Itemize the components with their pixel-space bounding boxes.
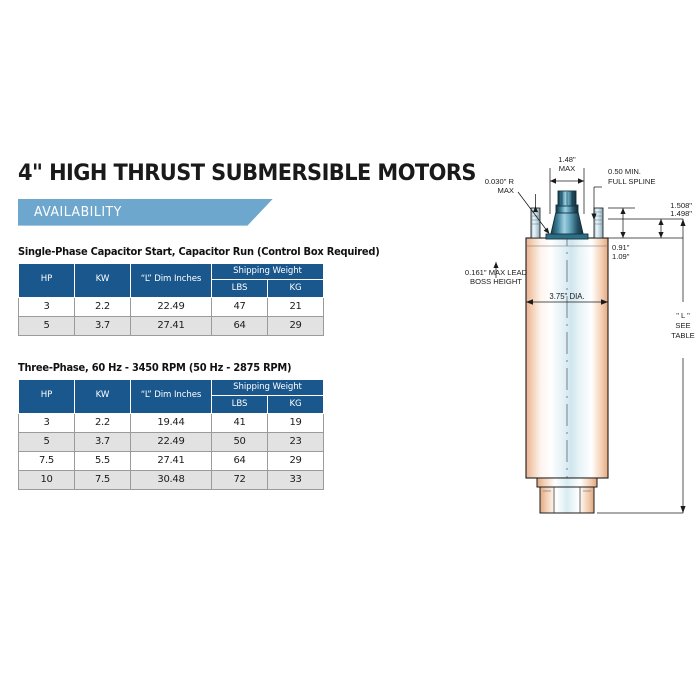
cell-hp: 3	[18, 413, 75, 433]
col-header-hp: HP	[18, 378, 75, 414]
three-phase-table: HP KW “L” Dim Inches Shipping Weight LBS…	[18, 378, 325, 490]
cell-kg: 23	[266, 432, 325, 452]
left-column: 4" HIGH THRUST SUBMERSIBLE MOTORS AVAILA…	[18, 160, 476, 490]
spline-teeth	[561, 192, 573, 205]
availability-banner: AVAILABILITY	[18, 198, 273, 226]
table-head: HP KW “L” Dim Inches Shipping Weight LBS…	[18, 262, 325, 298]
col-header-lbs: LBS	[211, 279, 268, 298]
annotation-lead-boss-line1: 0.161" MAX LEAD	[465, 268, 528, 277]
cell-lbs: 50	[211, 432, 268, 452]
three-phase-table-wrap: HP KW “L” Dim Inches Shipping Weight LBS…	[18, 378, 338, 490]
banner-label: AVAILABILITY	[34, 204, 122, 221]
cell-kg: 29	[266, 451, 325, 471]
cell-ldim: 30.48	[130, 470, 212, 490]
annotation-shaft-width: 1.48"	[558, 155, 576, 164]
dimension-lines	[493, 168, 686, 514]
table-row: 5 3.7 22.49 50 23	[18, 432, 325, 452]
cell-lbs: 41	[211, 413, 268, 433]
cell-ldim: 27.41	[130, 316, 212, 336]
motor-geometry	[525, 190, 609, 514]
cell-kw: 5.5	[74, 451, 131, 471]
cell-lbs: 47	[211, 297, 268, 317]
page-title: 4" HIGH THRUST SUBMERSIBLE MOTORS	[18, 160, 476, 186]
cell-ldim: 22.49	[130, 297, 212, 317]
table-row: 10 7.5 30.48 72 33	[18, 470, 325, 490]
cell-hp: 7.5	[18, 451, 75, 471]
mounting-stud-right	[593, 207, 604, 239]
base-segment-lines	[553, 487, 581, 513]
cell-hp: 5	[18, 316, 75, 336]
table-body: 3 2.2 19.44 41 19 5 3.7 22.49 50 23	[18, 413, 325, 490]
motor-technical-drawing: 1.48" MAX 0.50 MIN. FULL SPLINE 0.030" R…	[430, 150, 695, 550]
base-block	[539, 486, 595, 514]
annotation-boss-high: 0.91"	[612, 243, 630, 252]
table-row: 7.5 5.5 27.41 64 29	[18, 451, 325, 471]
annotation-shaft-width-qualifier: MAX	[559, 164, 575, 173]
cell-kg: 19	[266, 413, 325, 433]
cell-kg: 29	[266, 316, 325, 336]
col-header-kg: KG	[266, 395, 325, 414]
table-row: 3 2.2 19.44 41 19	[18, 413, 325, 433]
base-collar	[536, 477, 598, 488]
banner-shape	[18, 198, 273, 226]
table-head-row-2: LBS KG	[19, 279, 325, 298]
cell-lbs: 64	[211, 316, 268, 336]
col-header-kg: KG	[266, 279, 325, 298]
annotation-radius-qualifier: MAX	[498, 186, 514, 195]
annotation-lead-boss-line2: BOSS HEIGHT	[470, 277, 522, 286]
cell-ldim: 19.44	[130, 413, 212, 433]
single-phase-table: HP KW “L” Dim Inches Shipping Weight LBS…	[18, 262, 325, 336]
cell-hp: 10	[18, 470, 75, 490]
table-head-row-1: HP KW “L” Dim Inches Shipping Weight	[18, 378, 325, 414]
single-phase-table-wrap: HP KW “L” Dim Inches Shipping Weight LBS…	[18, 262, 338, 336]
cell-lbs: 72	[211, 470, 268, 490]
annotation-shaft-dia-high: 1.508"	[670, 201, 692, 210]
cell-kw: 2.2	[74, 297, 131, 317]
col-header-ldim: “L” Dim Inches	[130, 262, 212, 298]
annotation-spline-min: 0.50 MIN.	[608, 167, 641, 176]
three-phase-section: Three-Phase, 60 Hz - 3450 RPM (50 Hz - 2…	[18, 362, 338, 490]
table-head-row-1: HP KW “L” Dim Inches Shipping Weight	[18, 262, 325, 298]
col-header-lbs: LBS	[211, 395, 268, 414]
table-body: 3 2.2 22.49 47 21 5 3.7 27.41 64 29	[18, 297, 325, 336]
annotation-length-table: TABLE	[671, 331, 695, 340]
annotation-shaft-dia-low: 1.498"	[670, 209, 692, 218]
col-header-hp: HP	[18, 262, 75, 298]
cell-hp: 5	[18, 432, 75, 452]
single-phase-section: Single-Phase Capacitor Start, Capacitor …	[18, 245, 380, 336]
cell-kw: 7.5	[74, 470, 131, 490]
col-header-shipping-weight: Shipping Weight	[210, 378, 325, 397]
table-head: HP KW “L” Dim Inches Shipping Weight LBS…	[18, 378, 325, 414]
table-head-row-2: LBS KG	[19, 395, 325, 414]
cell-kw: 3.7	[74, 316, 131, 336]
col-header-kw: KW	[74, 262, 131, 298]
annotation-length-see: SEE	[675, 321, 690, 330]
cell-kg: 21	[266, 297, 325, 317]
single-phase-caption: Single-Phase Capacitor Start, Capacitor …	[18, 245, 380, 258]
annotation-body-diameter: 3.75" DIA.	[549, 292, 584, 301]
annotation-radius: 0.030" R	[485, 177, 515, 186]
cell-ldim: 27.41	[130, 451, 212, 471]
cell-kw: 3.7	[74, 432, 131, 452]
cell-kg: 33	[266, 470, 325, 490]
drawing-annotations: 1.48" MAX 0.50 MIN. FULL SPLINE 0.030" R…	[465, 155, 695, 340]
col-header-kw: KW	[74, 378, 131, 414]
stud-right-threads	[594, 211, 603, 225]
annotation-full-spline: FULL SPLINE	[608, 177, 655, 186]
motor-drawing-svg: 1.48" MAX 0.50 MIN. FULL SPLINE 0.030" R…	[465, 155, 695, 514]
cell-kw: 2.2	[74, 413, 131, 433]
shaft-flange	[545, 233, 589, 240]
col-header-ldim: “L” Dim Inches	[130, 378, 212, 414]
table-row: 3 2.2 22.49 47 21	[18, 297, 325, 317]
three-phase-caption: Three-Phase, 60 Hz - 3450 RPM (50 Hz - 2…	[18, 361, 292, 374]
cell-lbs: 64	[211, 451, 268, 471]
annotation-length-label: " L "	[676, 311, 690, 320]
cell-ldim: 22.49	[130, 432, 212, 452]
col-header-shipping-weight: Shipping Weight	[210, 262, 325, 281]
mounting-stud-left	[530, 207, 541, 239]
annotation-boss-low: 1.09"	[612, 252, 630, 261]
table-row: 5 3.7 27.41 64 29	[18, 316, 325, 336]
cell-hp: 3	[18, 297, 75, 317]
